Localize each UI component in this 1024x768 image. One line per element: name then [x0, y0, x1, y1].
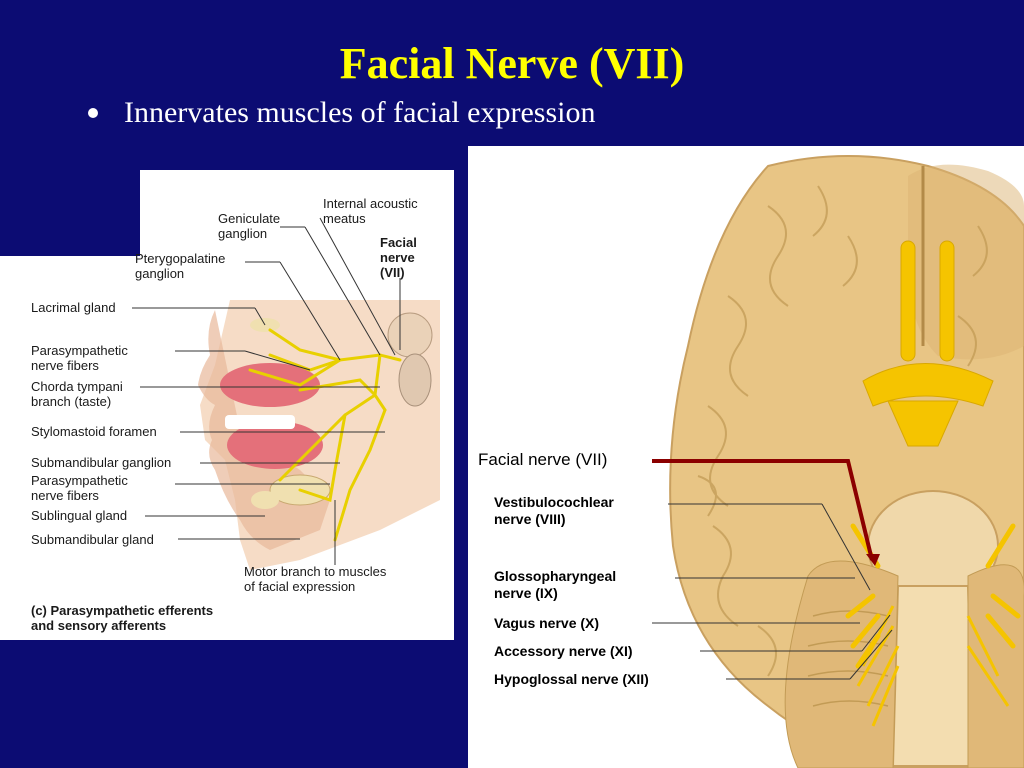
label-submandibular-ganglion: Submandibular ganglion: [31, 455, 172, 470]
label-glossopharyngeal: Glossopharyngeal nerve (IX): [494, 568, 617, 601]
left-figure-notch: [0, 170, 140, 256]
label-parasympathetic-fibers-1: Parasympathetic nerve fibers: [31, 343, 128, 373]
bullet-item: Innervates muscles of facial expression: [88, 96, 596, 130]
label-stylomastoid-foramen: Stylomastoid foramen: [31, 424, 157, 439]
slide-title: Facial Nerve (VII): [339, 39, 685, 88]
label-lacrimal-gland: Lacrimal gland: [31, 300, 116, 315]
label-parasympathetic-fibers-2: Parasympathetic nerve fibers: [31, 473, 128, 503]
label-chorda-tympani: Chorda tympani branch (taste): [31, 379, 123, 409]
label-accessory: Accessory nerve (XI): [494, 643, 633, 659]
label-pterygopalatine-ganglion: Pterygopalatine ganglion: [135, 251, 226, 281]
label-vestibulocochlear: Vestibulocochlear nerve (VIII): [494, 494, 614, 527]
label-submandibular-gland: Submandibular gland: [31, 532, 154, 547]
label-geniculate-ganglion: Geniculate ganglion: [218, 211, 281, 241]
figure-caption: (c) Parasympathetic efferents and sensor…: [31, 603, 214, 633]
label-facial-nerve-vii: Facial nerve (VII): [380, 235, 417, 280]
bullet-text: Innervates muscles of facial expression: [124, 96, 596, 129]
head-illustration: [132, 217, 440, 570]
label-facial-nerve-brain: Facial nerve (VII): [478, 450, 608, 469]
label-sublingual-gland: Sublingual gland: [31, 508, 128, 523]
label-internal-acoustic-meatus: Internal acoustic meatus: [323, 196, 418, 226]
label-hypoglossal: Hypoglossal nerve (XII): [494, 671, 649, 687]
bullet-dot-icon: [88, 108, 98, 118]
label-motor-branch: Motor branch to muscles of facial expres…: [244, 564, 387, 594]
label-vagus: Vagus nerve (X): [494, 615, 600, 631]
